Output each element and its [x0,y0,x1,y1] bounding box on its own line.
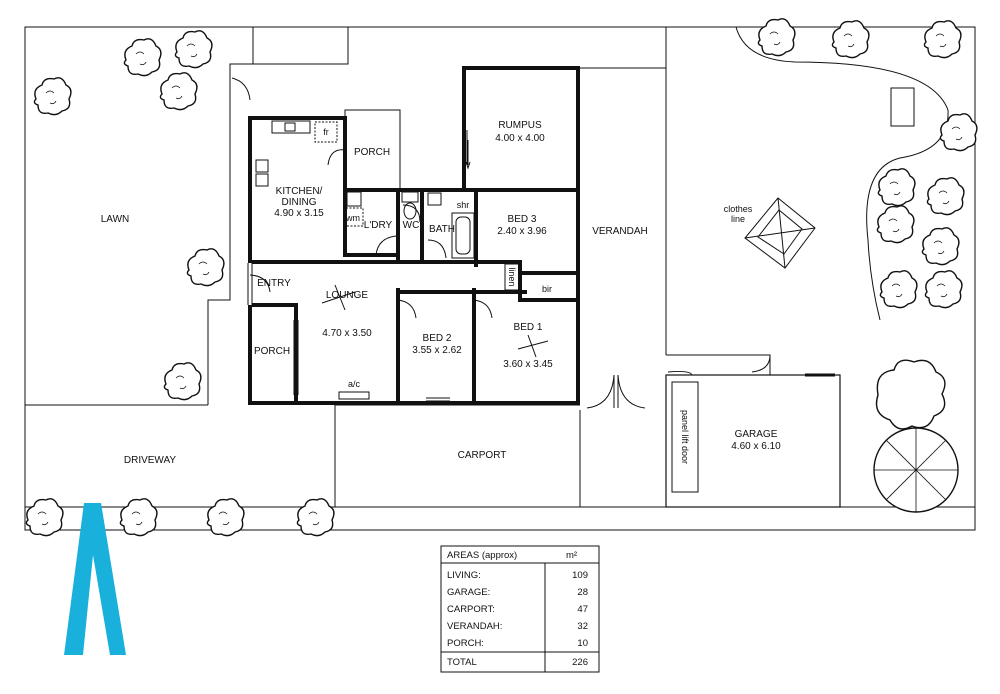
label-kitchen: KITCHEN/ [276,186,323,197]
label-porch-left: PORCH [254,346,290,357]
area-row-label: VERANDAH: [447,621,502,632]
room-labels: LAWN DRIVEWAY CARPORT VERANDAH RUMPUS 4.… [101,120,781,466]
house-details [231,77,771,409]
label-bed1-size: 3.60 x 3.45 [503,359,553,370]
area-row-label: PORCH: [447,638,484,649]
label-bed2: BED 2 [423,333,452,344]
areas-header: AREAS (approx) [447,550,517,561]
areas-table: AREAS (approx) m² LIVING: 109 GARAGE: 28… [440,545,600,673]
label-garage: GARAGE [735,429,778,440]
label-lawn: LAWN [101,214,130,225]
label-wm: wm [345,213,360,223]
label-driveway: DRIVEWAY [124,455,177,466]
north-arrow-icon [64,503,126,655]
area-row-label: LIVING: [447,570,481,581]
label-clothes: clothes [724,204,753,214]
label-fr: fr [323,127,329,137]
label-lounge: LOUNGE [326,290,369,301]
label-rumpus: RUMPUS [498,120,542,131]
large-shrubs [873,359,959,513]
label-verandah: VERANDAH [592,226,648,237]
label-rumpus-size: 4.00 x 4.00 [495,133,545,144]
label-entry: ENTRY [257,278,291,289]
area-row-value: 32 [577,621,588,632]
label-porch-top: PORCH [354,147,390,158]
label-ac: a/c [348,379,361,389]
label-shr: shr [457,200,470,210]
areas-unit: m² [566,550,577,561]
area-row-label: CARPORT: [447,604,495,615]
label-bed3: BED 3 [508,214,537,225]
label-lounge-size: 4.70 x 3.50 [322,328,372,339]
clothes-line [744,197,816,269]
area-total-value: 226 [572,657,588,668]
area-row-value: 109 [572,570,588,581]
label-bir: bir [542,284,552,294]
label-line: line [731,214,745,224]
label-linen: linen [507,267,517,286]
label-carport: CARPORT [458,450,507,461]
label-bed2-size: 3.55 x 2.62 [412,345,462,356]
label-bath: BATH [429,224,455,235]
area-row-label: GARAGE: [447,587,490,598]
label-panel-door: panel lift door [680,410,690,464]
garage [665,373,841,508]
label-garage-size: 4.60 x 6.10 [731,441,781,452]
label-kitchen-size: 4.90 x 3.15 [274,208,324,219]
area-row-value: 28 [577,587,588,598]
house-walls [248,66,580,405]
label-bed1: BED 1 [514,322,543,333]
label-dining: DINING [282,197,317,208]
area-row-value: 10 [577,638,588,649]
label-laundry: L'DRY [364,220,393,231]
area-row-value: 47 [577,604,588,615]
area-total-label: TOTAL [447,657,477,668]
label-bed3-size: 2.40 x 3.96 [497,226,547,237]
label-wc: WC [403,220,420,231]
